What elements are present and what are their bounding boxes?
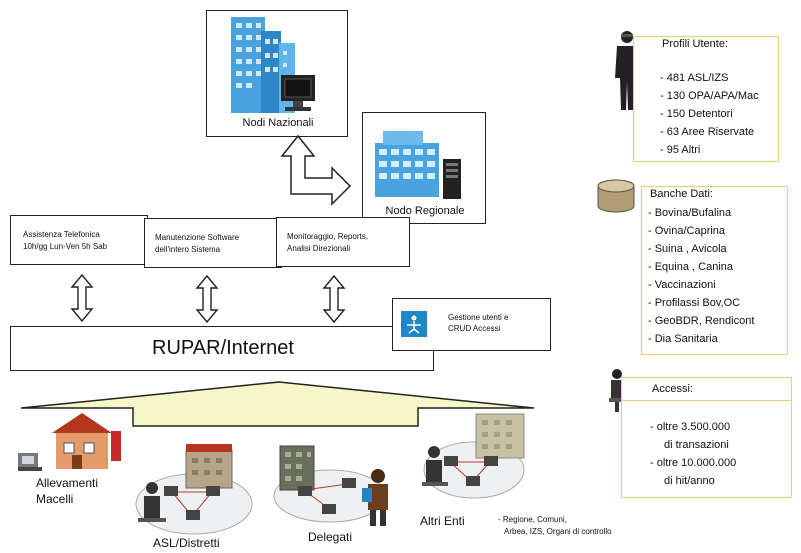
vertical-double-arrow-2 [195,274,219,324]
gestione-accessi-line-2: CRUD Accessi [448,324,501,333]
nodo-regionale-box: Nodo Regionale [362,112,486,224]
database-icon [597,179,635,213]
macelli-label: Macelli [36,492,74,506]
access-management-icon [401,311,427,337]
rupar-internet-bar: RUPAR/Internet [10,326,434,371]
service-assistenza-line-2: 10h/gg Lun-Ven 5h Sab [23,242,108,251]
service-manutenzione: Manutenzione Software dell'intero Sistem… [144,218,282,268]
service-assistenza: Assistenza Telefonica 10h/gg Lun-Ven 5h … [10,215,148,265]
banche-item: - Ovina/Caprina [648,225,726,237]
profili-item: - 95 Altri [660,144,701,156]
nodi-nazionali-label: Nodi Nazionali [242,117,314,129]
accessi-title: Accessi: [652,383,693,395]
service-monitoraggio: Monitoraggio, Reports, Analisi Direziona… [276,217,410,267]
banche-item: - Equina , Canina [648,261,733,273]
banche-item: - Vaccinazioni [648,279,716,291]
profili-item: - 150 Detentori [660,108,733,120]
profili-item: - 130 OPA/APA/Mac [660,90,759,102]
service-monitoraggio-line-2: Analisi Direzionali [287,244,351,253]
banche-item: - GeoBDR, Rendicont [648,315,755,327]
profili-item: - 63 Aree Riservate [660,126,755,138]
vertical-double-arrow-3 [322,274,346,324]
delegati-network-icon [273,445,388,526]
service-monitoraggio-line-1: Monitoraggio, Reports, [287,232,368,241]
asl-distretti-label: ASL/Distretti [153,536,220,550]
banche-item: - Bovina/Bufalina [648,207,732,219]
access-funnel [20,381,535,427]
service-manutenzione-line-1: Manutenzione Software [155,233,240,242]
delegati-label: Delegati [308,530,353,544]
accessi-item: - oltre 3.500.000 [650,421,731,433]
gestione-accessi-line-1: Gestione utenti e [448,313,509,322]
allevamenti-label: Allevamenti [36,476,99,490]
altri-enti-note-2: Arbea, IZS, Organi di controllo [504,527,612,536]
nodi-nazionali-box: Nodi Nazionali [206,10,348,137]
accessi-item: di hit/anno [664,475,715,487]
regional-building-icon [375,131,461,199]
gestione-accessi-box: Gestione utenti e CRUD Accessi [392,298,551,351]
profili-item: - 481 ASL/IZS [660,72,729,84]
rupar-internet-label: RUPAR/Internet [152,337,294,359]
asl-network-icon [135,444,253,535]
house-icon [18,413,121,471]
altri-enti-network-icon [422,413,525,499]
service-manutenzione-line-2: dell'intero Sistema [155,245,221,254]
altri-enti-note-1: - Regione, Comuni, [498,515,567,524]
accessi-panel: Accessi: - oltre 3.500.000 di transazion… [621,377,792,498]
accessi-item: - oltre 10.000.000 [650,457,737,469]
banche-item: - Dia Sanitaria [648,333,718,345]
profili-utente-panel: Profili Utente: - 481 ASL/IZS - 130 OPA/… [633,36,779,162]
accessi-item: di transazioni [664,439,729,451]
profili-utente-title: Profili Utente: [662,38,729,50]
banche-item: - Suina , Avicola [648,243,727,255]
altri-enti-label: Altri Enti [420,514,465,528]
national-buildings-icon [231,17,315,113]
banche-dati-panel: Banche Dati: - Bovina/Bufalina - Ovina/C… [641,186,788,355]
nodo-regionale-label: Nodo Regionale [385,205,465,217]
national-regional-arrow [280,134,352,206]
banche-item: - Profilassi Bov,OC [648,297,741,309]
banche-dati-title: Banche Dati: [650,188,713,200]
service-assistenza-line-1: Assistenza Telefonica [23,230,100,239]
vertical-double-arrow-1 [70,273,94,323]
